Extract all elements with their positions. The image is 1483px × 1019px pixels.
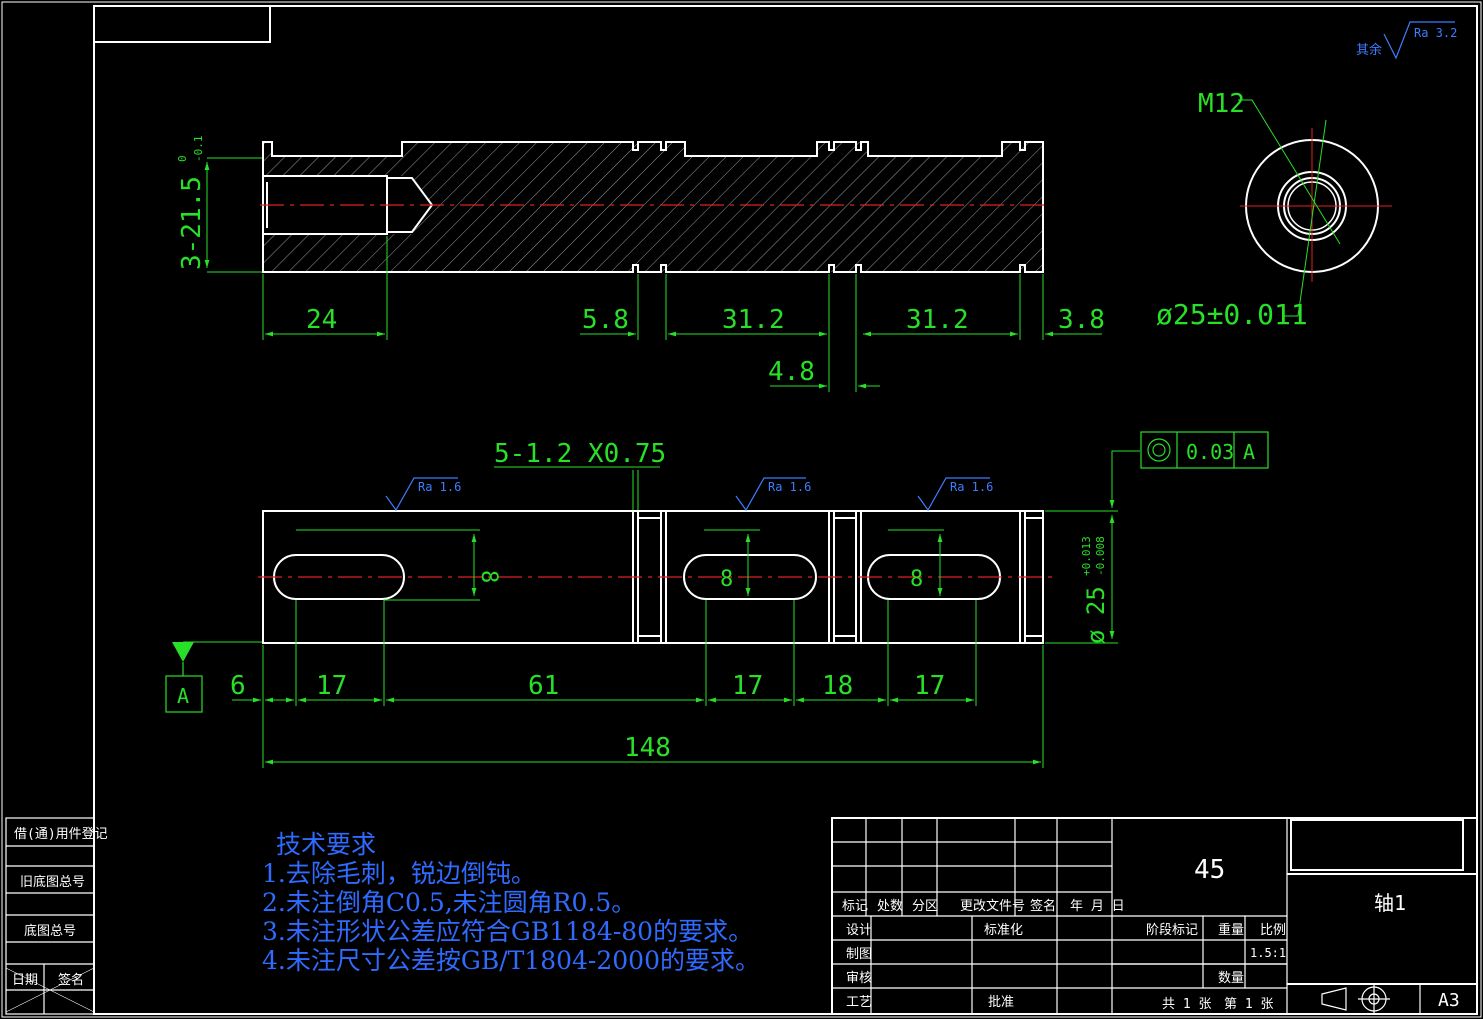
- paper-size: A3: [1438, 990, 1460, 1011]
- dim-17-b: 17: [732, 671, 763, 701]
- header-count: 处数: [877, 899, 903, 914]
- label-process: 工艺: [846, 995, 872, 1010]
- dim-slot-width-1: 8: [476, 570, 501, 583]
- shaft-section-view: [260, 141, 1050, 273]
- roughness-default: 其余 Ra 3.2: [1356, 21, 1457, 60]
- part-name: 轴1: [1374, 891, 1406, 915]
- dim-31-2-a: 31.2: [722, 305, 785, 335]
- dim-thread-depth: 3-21.5: [177, 176, 207, 270]
- dim-dia-tol-upper: +0.013: [1080, 536, 1093, 576]
- side-base-label: 底图总号: [24, 923, 76, 939]
- label-quantity: 数量: [1218, 971, 1244, 986]
- label-weight: 重量: [1218, 922, 1244, 938]
- header-date: 年 月 日: [1070, 899, 1125, 914]
- dim-4-8: 4.8: [768, 357, 815, 387]
- notes-title: 技术要求: [276, 830, 377, 859]
- dim-thread-tol-upper: 0: [176, 155, 189, 162]
- side-old-base-label: 旧底图总号: [20, 874, 85, 890]
- dim-5-8: 5.8: [582, 305, 629, 335]
- label-review: 审核: [846, 971, 872, 986]
- label-approve: 批准: [988, 995, 1014, 1010]
- datum-marker: [165, 642, 203, 713]
- total-sheets: 共 1 张: [1162, 997, 1211, 1012]
- label-design: 设计: [846, 923, 872, 938]
- concentricity-icon: [1147, 438, 1171, 462]
- gdt-frame: [1140, 431, 1269, 469]
- dim-17-c: 17: [914, 671, 945, 701]
- header-sign: 签名: [1030, 898, 1056, 914]
- dim-18: 18: [822, 671, 853, 701]
- front-dimensions: [183, 450, 1140, 768]
- roughness-default-value: Ra 3.2: [1414, 26, 1457, 40]
- roughness-slot-3: Ra 1.6: [950, 480, 993, 494]
- dim-slot-width-2: 8: [720, 567, 733, 592]
- note-line-3: 3.未注形状公差应符合GB1184-80的要求。: [262, 917, 754, 946]
- side-borrow-label: 借(通)用件登记: [14, 827, 108, 842]
- roughness-slot-1: Ra 1.6: [418, 480, 461, 494]
- dim-diameter-tol: ø25±0.011: [1156, 298, 1308, 331]
- note-line-1: 1.去除毛刺，锐边倒钝。: [262, 859, 536, 888]
- datum-label: A: [177, 684, 189, 708]
- dim-grooves: 5-1.2 X0.75: [494, 439, 666, 469]
- title-block: [831, 817, 1478, 1015]
- header-zone: 分区: [912, 899, 938, 914]
- label-standardization: 标准化: [984, 923, 1023, 938]
- end-view: [1238, 99, 1392, 317]
- scale-value: 1.5:1: [1250, 946, 1286, 960]
- roughness-slot-2: Ra 1.6: [768, 480, 811, 494]
- side-table: [5, 817, 95, 1015]
- dim-148: 148: [624, 733, 671, 763]
- dim-3-8: 3.8: [1058, 305, 1105, 335]
- dim-slot-width-3: 8: [910, 567, 923, 592]
- material: 45: [1194, 855, 1225, 885]
- label-scale: 比例: [1260, 923, 1286, 938]
- projection-cone-icon: [1321, 987, 1347, 1011]
- gdt-tolerance: 0.03: [1186, 440, 1234, 464]
- dim-thread-tol-lower: -0.1: [192, 136, 205, 163]
- roughness-default-prefix: 其余: [1356, 42, 1382, 58]
- side-date-label: 日期: [12, 973, 38, 988]
- dim-24: 24: [306, 305, 337, 335]
- header-mark: 标记: [842, 899, 868, 914]
- dim-31-2-b: 31.2: [906, 305, 969, 335]
- sheet-number: 第 1 张: [1224, 997, 1273, 1012]
- dim-dia-tol-lower: -0.008: [1094, 536, 1107, 576]
- note-line-4: 4.未注尺寸公差按GB/T1804-2000的要求。: [262, 946, 760, 975]
- dim-m12: M12: [1198, 89, 1245, 119]
- label-drawing: 制图: [846, 947, 872, 962]
- section-dimensions: [204, 157, 1102, 392]
- technical-requirements: 技术要求 1.去除毛刺，锐边倒钝。 2.未注倒角C0.5,未注圆角R0.5。 3…: [262, 830, 760, 975]
- roughness-slot-symbols: [385, 477, 990, 512]
- side-sign-label: 签名: [58, 972, 84, 988]
- dim-17-a: 17: [316, 671, 347, 701]
- header-change-doc: 更改文件号: [960, 899, 1025, 914]
- gdt-datum-ref: A: [1243, 440, 1255, 464]
- note-line-2: 2.未注倒角C0.5,未注圆角R0.5。: [262, 888, 637, 917]
- dim-dia-25: ø 25: [1082, 586, 1110, 644]
- dim-6: 6: [230, 671, 246, 701]
- dim-61: 61: [528, 671, 559, 701]
- label-stage-mark: 阶段标记: [1146, 923, 1198, 938]
